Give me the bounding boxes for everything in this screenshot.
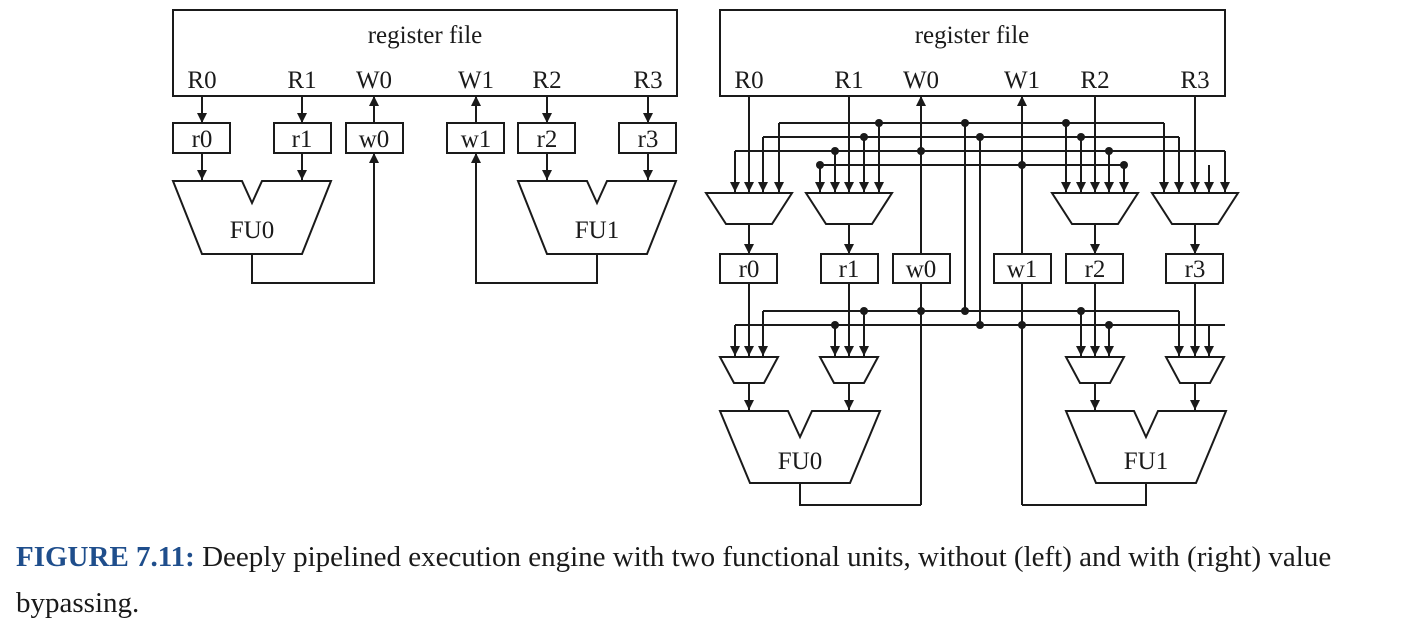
right-mux-r3 [1150,192,1240,225]
right-latch-r2 [1065,253,1124,284]
right-port-W1: W1 [1004,67,1040,94]
left-port-W1: W1 [458,67,494,94]
left-fu1-shape [516,180,678,255]
left-latch-r2-label: r2 [537,126,558,153]
right-fu1-mux-b [1164,356,1226,384]
right-latch-r3-label: r3 [1185,256,1206,283]
left-latch-w0-label: w0 [359,126,390,153]
right-fu0-mux-b [818,356,880,384]
left-port-W0: W0 [356,67,392,94]
left-register-file-label: register file [368,22,483,49]
right-labels: register file R0 R1 W0 W1 R2 R3 r0 r1 w0… [734,22,1209,475]
right-latch-r2-label: r2 [1085,256,1106,283]
right-fu1-label: FU1 [1124,448,1168,475]
left-port-R2: R2 [532,67,561,94]
pipeline-figure: register file R0 R1 W0 W1 R2 R3 r0 r1 w0… [171,9,1240,506]
figure-caption-text: Deeply pipelined execution engine with t… [16,541,1332,619]
left-register-file [172,9,678,97]
left-latch-r0-label: r0 [192,126,213,153]
right-fu1-shape [1064,410,1228,484]
left-fu0-label: FU0 [230,217,274,244]
right-junction-dots [816,119,1128,329]
figure-caption-label: FIGURE 7.11: [16,541,195,573]
right-latch-w0 [892,253,951,284]
right-mux-r1 [804,192,894,225]
right-latch-r3 [1165,253,1224,284]
left-latch-r1-label: r1 [292,126,313,153]
left-fu0-shape [171,180,333,255]
right-fu0-label: FU0 [778,448,822,475]
right-latch-r1 [820,253,879,284]
right-latch-w0-label: w0 [906,256,937,283]
right-mux-r2 [1050,192,1140,225]
left-fu1-label: FU1 [575,217,619,244]
left-port-R1: R1 [287,67,316,94]
right-mux-r0 [704,192,794,225]
left-labels: register file R0 R1 W0 W1 R2 R3 r0 r1 w0… [187,22,662,244]
left-diagram [171,9,678,284]
right-port-R0: R0 [734,67,763,94]
left-latch-w1-label: w1 [461,126,492,153]
right-port-R2: R2 [1080,67,1109,94]
left-port-R0: R0 [187,67,216,94]
right-diagram [704,9,1240,506]
left-port-R3: R3 [633,67,662,94]
right-fu0-mux-a [718,356,780,384]
left-latch-r3-label: r3 [638,126,659,153]
right-latch-r0 [719,253,778,284]
right-register-file-label: register file [915,22,1030,49]
right-fu0-shape [718,410,882,484]
right-port-R1: R1 [834,67,863,94]
right-latch-w1 [993,253,1052,284]
right-fu1-mux-a [1064,356,1126,384]
right-port-W0: W0 [903,67,939,94]
figure-caption: FIGURE 7.11: Deeply pipelined execution … [16,534,1406,626]
right-latch-r1-label: r1 [839,256,860,283]
right-latch-r0-label: r0 [739,256,760,283]
right-register-file [719,9,1226,97]
right-latch-w1-label: w1 [1007,256,1038,283]
right-port-R3: R3 [1180,67,1209,94]
